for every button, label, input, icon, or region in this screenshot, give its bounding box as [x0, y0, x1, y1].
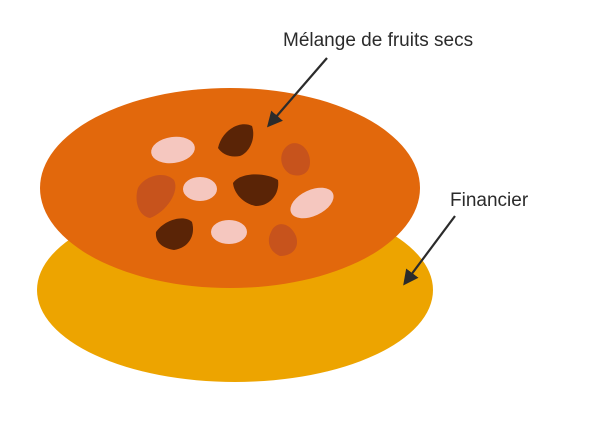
hazelnut-icon [136, 174, 176, 218]
hazelnut-icon [268, 224, 298, 256]
base-label: Financier [450, 190, 529, 211]
almond-slices [151, 136, 334, 244]
hazelnuts [136, 143, 310, 256]
almond-slice-icon [151, 136, 195, 164]
base-arrow [403, 215, 456, 286]
topping-label: Mélange de fruits secs [283, 30, 473, 51]
raisin-icon [155, 218, 194, 250]
raisin-icon [218, 124, 254, 157]
topping-arrow [266, 57, 328, 128]
raisin-icon [233, 174, 279, 206]
hazelnut-icon [281, 143, 310, 176]
almond-slice-icon [290, 187, 334, 219]
raisins [155, 124, 279, 250]
almond-slice-icon [183, 177, 217, 201]
almond-slice-icon [211, 220, 247, 244]
topping-disc [40, 88, 420, 288]
